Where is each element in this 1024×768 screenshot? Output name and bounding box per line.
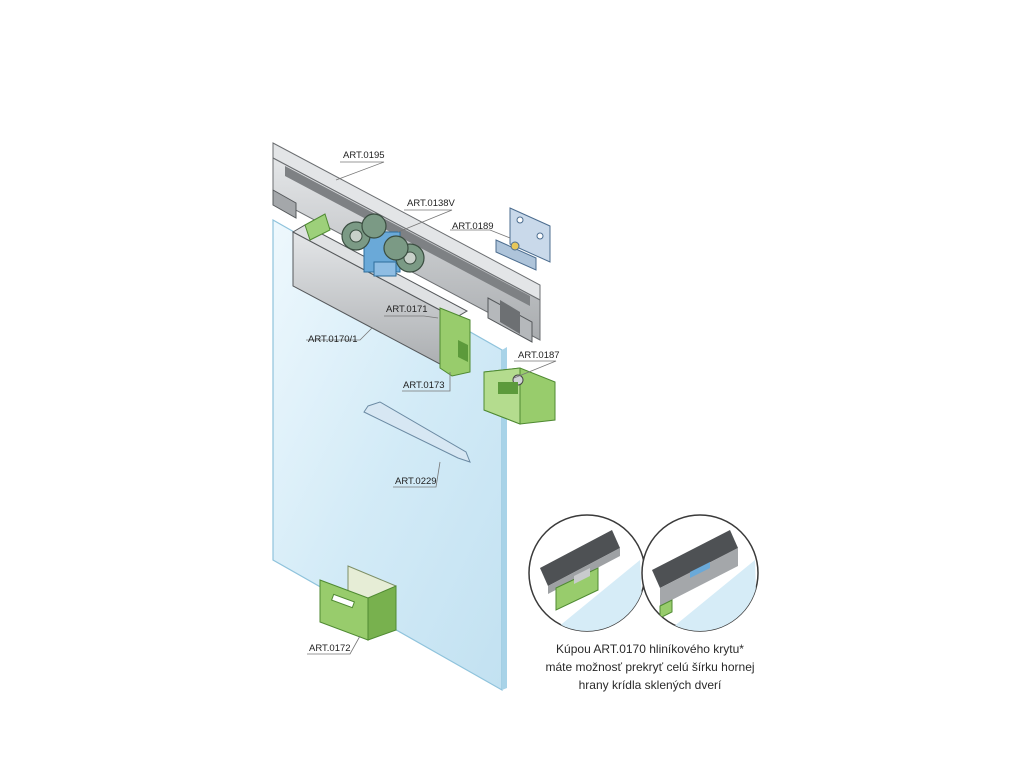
label-art-0195: ART.0195 xyxy=(343,150,385,161)
caption-line-1: Kúpou ART.0170 hliníkového krytu* xyxy=(556,642,744,656)
spanner-tool xyxy=(363,401,471,463)
label-art-0173: ART.0173 xyxy=(403,380,445,391)
label-leader-lines xyxy=(306,161,557,655)
detail-circle-full-cover xyxy=(641,514,759,632)
label-art-0170-1: ART.0170/1 xyxy=(308,334,357,345)
roller-carriage xyxy=(341,213,425,277)
label-art-0229: ART.0229 xyxy=(395,476,437,487)
floor-guide xyxy=(319,565,397,641)
label-art-0189: ART.0189 xyxy=(452,221,494,232)
detail-circle-partial-cover xyxy=(528,514,646,632)
label-art-0187: ART.0187 xyxy=(518,350,560,361)
caption-line-3: hrany krídla sklených dverí xyxy=(578,678,722,692)
label-art-0138v: ART.0138V xyxy=(407,198,456,209)
label-art-0171: ART.0171 xyxy=(386,304,428,315)
caption-line-2: máte možnosť prekryť celú šírku hornej xyxy=(545,660,755,674)
label-art-0172: ART.0172 xyxy=(309,643,351,654)
detail-caption: Kúpou ART.0170 hliníkového krytu* máte m… xyxy=(500,640,800,694)
door-stopper xyxy=(483,367,556,425)
green-clamp-part xyxy=(439,307,471,377)
mounting-bracket xyxy=(495,207,551,271)
